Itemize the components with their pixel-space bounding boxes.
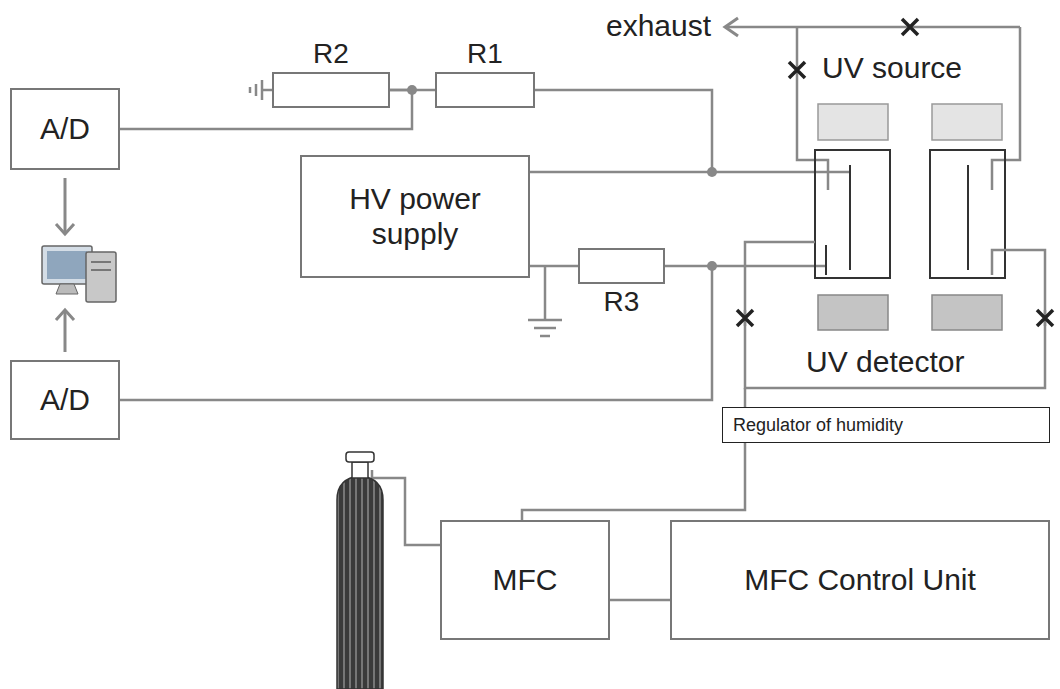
measuring-cell <box>815 150 890 278</box>
uv-lamp <box>818 104 888 140</box>
resistor-label: R3 <box>604 286 640 318</box>
wire <box>712 171 850 174</box>
wire <box>530 90 712 172</box>
uv-detector <box>818 295 888 330</box>
flow-label: exhaust <box>606 8 711 44</box>
ground-symbol <box>528 319 562 322</box>
arrow-head <box>56 224 74 234</box>
data-arrow <box>64 178 67 233</box>
computer-tower <box>91 269 111 271</box>
cylinder-valve <box>346 452 374 462</box>
box-label: A/D <box>40 112 90 147</box>
gas-line <box>745 310 1045 388</box>
box-label: MFC <box>493 563 558 598</box>
arrow-head <box>56 310 74 320</box>
gas-line <box>726 26 1020 29</box>
valve-mark <box>902 19 918 35</box>
box-label: Regulator of humidity <box>733 415 903 436</box>
data-arrow <box>64 310 67 352</box>
gas-line <box>744 388 747 407</box>
computer-monitor <box>42 246 92 284</box>
computer-screen <box>47 251 87 279</box>
wire <box>262 89 272 92</box>
computer-stand <box>56 284 78 294</box>
wire <box>530 265 578 268</box>
part-label: UV detector <box>806 344 964 380</box>
controller-box: MFC <box>440 520 610 640</box>
regulator-box: Regulator of humidity <box>722 407 1050 443</box>
uv-detector <box>932 295 1002 330</box>
converter-box: A/D <box>10 360 120 440</box>
wire <box>522 443 745 520</box>
power-supply-box: HV power supply <box>300 155 530 278</box>
box-label: MFC Control Unit <box>744 563 976 598</box>
resistor-symbol: R3 <box>578 248 665 284</box>
resistor-symbol: R1 <box>435 72 535 108</box>
wire <box>544 266 547 320</box>
valve-mark <box>789 62 805 78</box>
valve-mark <box>737 310 753 326</box>
cylinder-valve <box>352 462 368 478</box>
computer-tower <box>91 261 111 263</box>
ground-symbol <box>255 84 258 96</box>
converter-box: A/D <box>10 88 120 170</box>
resistor-symbol: R2 <box>272 72 390 108</box>
ground-symbol <box>249 87 252 93</box>
electrode <box>825 245 827 275</box>
wire <box>610 599 670 602</box>
resistor-label: R1 <box>467 38 503 70</box>
arrow-head <box>725 18 738 36</box>
part-label: UV source <box>822 50 962 86</box>
gas-line <box>745 242 815 326</box>
resistor-label: R2 <box>313 38 349 70</box>
electrode <box>849 165 851 270</box>
computer-tower <box>86 252 116 302</box>
box-label: A/D <box>40 383 90 418</box>
gas-cylinder <box>337 476 383 689</box>
wire <box>120 266 712 400</box>
wire <box>712 265 826 268</box>
electrode <box>967 165 969 270</box>
gas-line <box>992 250 1045 326</box>
ground-symbol <box>261 80 264 100</box>
uv-lamp <box>932 104 1002 140</box>
ground-symbol <box>534 327 556 330</box>
measuring-cell <box>930 150 1005 278</box>
control-unit-box: MFC Control Unit <box>670 520 1050 640</box>
valve-mark <box>1037 310 1053 326</box>
ground-symbol <box>540 335 550 338</box>
box-label: HV power supply <box>328 182 503 251</box>
